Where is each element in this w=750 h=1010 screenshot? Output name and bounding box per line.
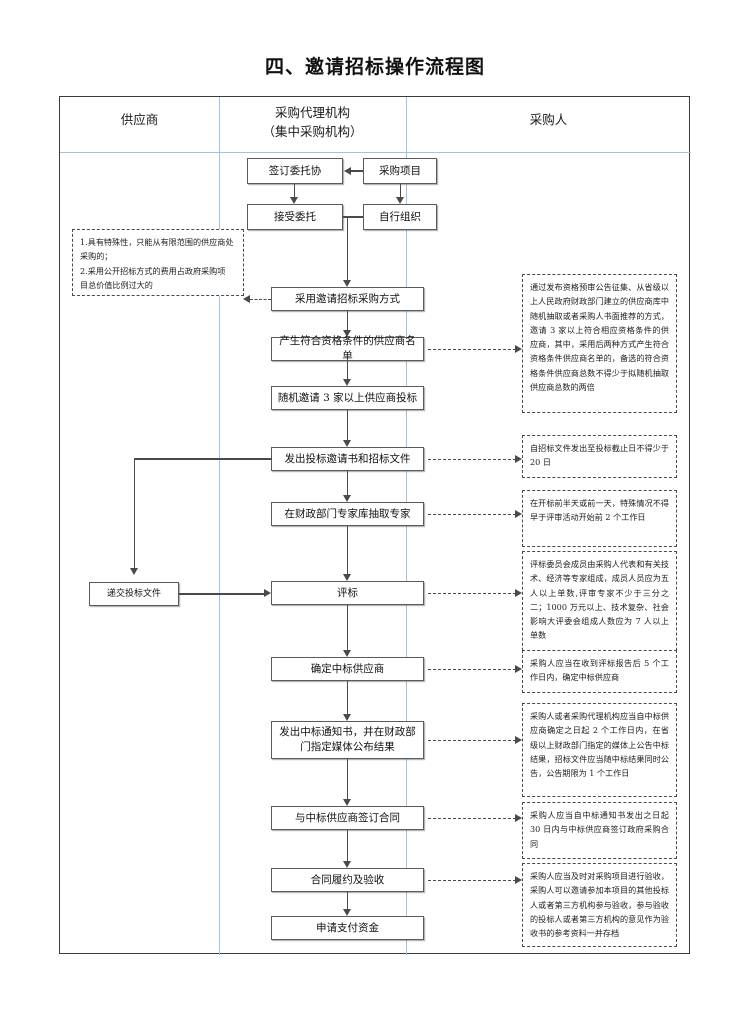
box-draw-experts[interactable]: 在财政部门专家库抽取专家	[271, 502, 424, 526]
arrowhead-evaluate-to-winner	[343, 650, 352, 657]
connector-acceptance-to-payment	[347, 892, 349, 909]
box-submit-bid-documents[interactable]: 递交投标文件	[89, 582, 179, 606]
column-header-agency-line2: （集中采购机构）	[262, 124, 363, 139]
arrowhead-adopt-to-list	[343, 330, 352, 337]
connector-contract-to-acceptance	[347, 830, 349, 861]
arrowhead-note-announcement	[515, 735, 522, 744]
note-invitation-conditions-l4: 目总价值比例过大的	[80, 279, 153, 290]
connector-project-to-self	[400, 184, 402, 197]
connector-experts-to-evaluate	[347, 526, 349, 574]
connector-adopt-to-list	[347, 311, 349, 330]
note-expert-drawing-time: 在开标前半天或前一天，特殊情况不得早于评审活动开始前 2 个工作日	[522, 490, 677, 547]
arrowhead-notice-to-contract	[343, 799, 352, 806]
note-acceptance-procedure: 采购人应当及时对采购项目进行验收，采购人可以邀请参加本项目的其他投标人或者第三方…	[522, 863, 677, 947]
connector-note-bid-deadline	[428, 459, 516, 460]
box-sign-contract[interactable]: 与中标供应商签订合同	[271, 806, 424, 830]
arrowhead-note-qualified-list	[515, 344, 522, 353]
arrowhead-note-bid-deadline	[515, 454, 522, 463]
box-procurement-project[interactable]: 采购项目	[363, 158, 437, 184]
note-result-announcement: 采购人或者采购代理机构应当自中标供应商确定之日起 2 个工作日内，在省级以上财政…	[522, 703, 677, 797]
arrowhead-note-contract	[515, 813, 522, 822]
note-qualified-list: 通过发布资格预审公告征集、从省级以上人民政府财政部门建立的供应商库中随机抽取或者…	[522, 274, 677, 413]
column-header-agency: 采购代理机构 （集中采购机构）	[219, 103, 406, 141]
connector-sign-to-accept	[294, 184, 296, 197]
box-issue-invitation-documents[interactable]: 发出投标邀请书和招标文件	[271, 447, 424, 471]
note-invitation-conditions: 1.具有特殊性，只能从有限范围的供应商处 采购的； 2.采用公开招标方式的费用占…	[72, 229, 244, 296]
arrowhead-sign-to-accept	[290, 197, 299, 204]
connector-invite3-to-issue	[347, 410, 349, 440]
note-invitation-conditions-l2: 采购的；	[80, 251, 113, 262]
connector-note-winner	[428, 669, 516, 670]
box-qualified-supplier-list[interactable]: 产生符合资格条件的供应商名单	[271, 335, 424, 362]
box-issue-win-notice[interactable]: 发出中标通知书，并在财政部门指定媒体公布结果	[271, 721, 424, 759]
connector-note-qualified-list	[428, 349, 516, 350]
box-apply-payment[interactable]: 申请支付资金	[271, 916, 424, 940]
connector-list-to-invite3	[347, 361, 349, 379]
connector-issue-to-submit-v	[134, 458, 136, 568]
box-determine-winner[interactable]: 确定中标供应商	[271, 657, 424, 681]
column-divider-supplier-agency	[219, 97, 220, 955]
connector-note-evaluation-committee	[428, 593, 516, 594]
arrowhead-bus-to-invite	[343, 280, 352, 287]
connector-note-expert-drawing	[428, 514, 516, 515]
arrowhead-issue-to-submit	[130, 568, 139, 575]
note-invitation-conditions-l3: 2.采用公开招标方式的费用占政府采购项	[80, 265, 226, 276]
column-header-purchaser: 采购人	[529, 112, 568, 127]
arrowhead-contract-to-acceptance	[343, 861, 352, 868]
connector-issue-to-submit-h	[134, 458, 272, 460]
box-accept-entrust[interactable]: 接受委托	[247, 204, 343, 230]
column-header-agency-line1: 采购代理机构	[274, 105, 350, 120]
arrowhead-note-winner	[515, 664, 522, 673]
arrowhead-note-expert-drawing	[515, 509, 522, 518]
connector-bus-accept-right	[343, 216, 363, 218]
note-winner-determination: 采购人应当在收到评标报告后 5 个工作日内，确定中标供应商	[522, 650, 677, 693]
arrowhead-project-to-sign	[344, 166, 351, 175]
page-title: 四、邀请招标操作流程图	[264, 56, 485, 78]
connector-winner-to-notice	[347, 681, 349, 714]
arrowhead-note-conditions	[243, 294, 250, 303]
note-invitation-conditions-l1: 1.具有特殊性，只能从有限范围的供应商处	[80, 237, 234, 247]
box-sign-entrust[interactable]: 签订委托协	[247, 158, 343, 184]
connector-note-announcement	[428, 740, 516, 741]
box-evaluate-bids[interactable]: 评标	[271, 581, 424, 605]
arrowhead-note-evaluation-committee	[515, 588, 522, 597]
arrowhead-winner-to-notice	[343, 714, 352, 721]
arrowhead-acceptance-to-payment	[343, 909, 352, 916]
arrowhead-list-to-invite3	[343, 379, 352, 386]
note-bid-deadline: 自招标文件发出至投标截止日不得少于 20 日	[522, 435, 677, 478]
note-contract-signing-deadline: 采购人应当自中标通知书发出之日起 30 日内与中标供应商签订政府采购合同	[522, 802, 677, 859]
column-divider-agency-purchaser	[406, 97, 407, 955]
connector-issue-to-experts	[347, 471, 349, 495]
connector-notice-to-contract	[347, 759, 349, 799]
connector-project-to-sign	[351, 170, 363, 172]
arrowhead-issue-to-experts	[343, 495, 352, 502]
connector-note-acceptance	[428, 880, 516, 881]
arrowhead-submit-to-evaluate	[264, 589, 271, 597]
connector-note-contract	[428, 818, 516, 819]
flowchart-frame: 供应商 采购代理机构 （集中采购机构） 采购人 签订委托协 采购项目 接受委托 …	[59, 96, 691, 955]
box-self-organize[interactable]: 自行组织	[363, 204, 437, 230]
arrowhead-invite3-to-issue	[343, 440, 352, 447]
arrowhead-project-to-self	[396, 197, 405, 204]
connector-evaluate-to-winner	[347, 605, 349, 650]
header-separator-rule	[60, 152, 691, 153]
box-adopt-invitation-method[interactable]: 采用邀请招标采购方式	[271, 287, 424, 311]
box-contract-performance-acceptance[interactable]: 合同履约及验收	[271, 868, 424, 892]
column-header-supplier: 供应商	[120, 112, 159, 127]
note-evaluation-committee: 评标委员会成员由采购人代表和有关技术、经济等专家组成，成员人员应为五人以上单数,…	[522, 551, 677, 661]
arrowhead-experts-to-evaluate	[343, 574, 352, 581]
arrowhead-note-acceptance	[515, 875, 522, 884]
connector-submit-to-evaluate	[179, 593, 264, 595]
connector-note-conditions	[250, 299, 271, 300]
connector-bus-down-to-invite	[347, 217, 349, 280]
box-invite-three-suppliers[interactable]: 随机邀请 3 家以上供应商投标	[271, 386, 424, 410]
